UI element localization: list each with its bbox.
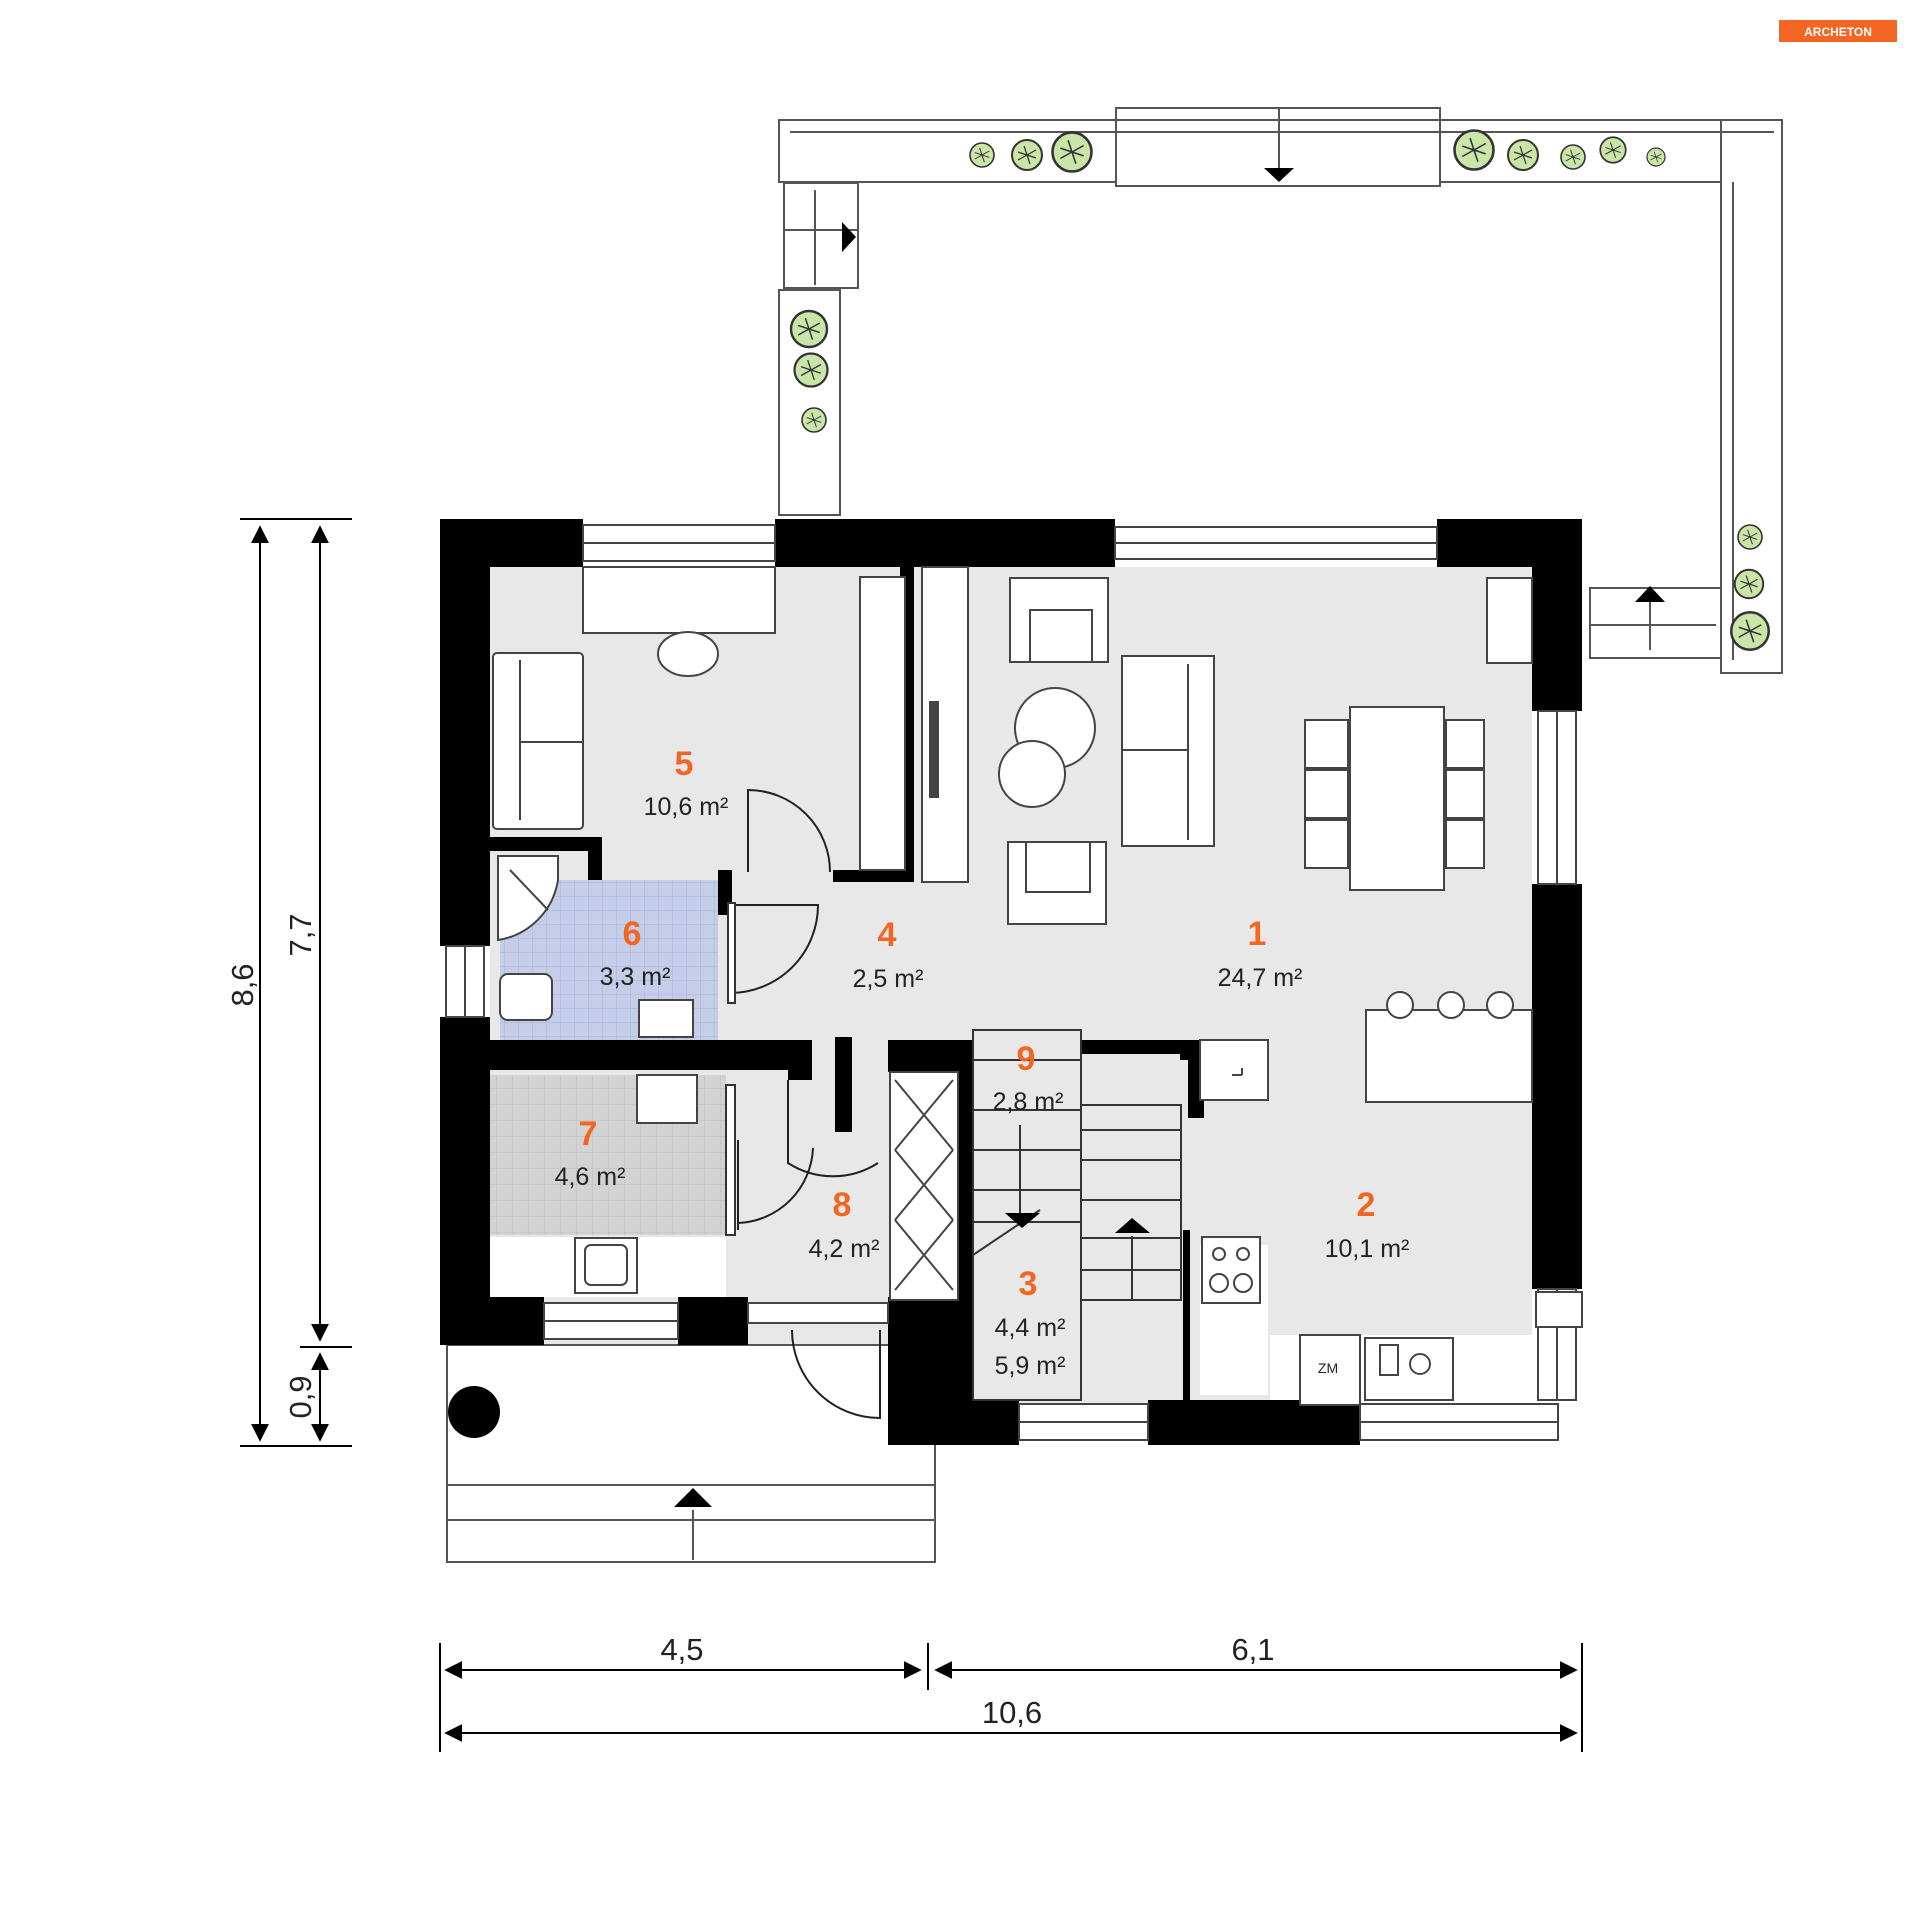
room-6-area: 3,3 m² xyxy=(600,963,671,991)
dim-horizontal-right: 6,1 xyxy=(1231,1632,1274,1667)
dim-vertical-total: 8,6 xyxy=(225,963,260,1006)
room-9-number: 9 xyxy=(1017,1040,1036,1078)
dimension-labels: 8,6 7,7 0,9 4,5 6,1 10,6 xyxy=(225,913,1275,1730)
room-6-number: 6 xyxy=(623,915,642,953)
room-8-number: 8 xyxy=(833,1186,852,1224)
room-3-area: 4,4 m² xyxy=(995,1314,1066,1342)
dim-horizontal-total: 10,6 xyxy=(982,1695,1042,1730)
room-4-area: 2,5 m² xyxy=(853,965,924,993)
fridge-label: ZM xyxy=(1318,1360,1338,1376)
dimension-lines xyxy=(240,518,1583,1752)
porch-column xyxy=(448,1386,500,1438)
walls xyxy=(440,519,1582,1445)
porch xyxy=(446,1344,936,1563)
dim-horizontal-left: 4,5 xyxy=(660,1632,703,1667)
room-3-number: 3 xyxy=(1019,1265,1038,1303)
room-7-number: 7 xyxy=(579,1115,598,1153)
room-1-number: 1 xyxy=(1248,915,1267,953)
room-2-number: 2 xyxy=(1357,1186,1376,1224)
room-1-area: 24,7 m² xyxy=(1218,964,1303,992)
stairs xyxy=(972,1029,1182,1401)
room-2-area: 10,1 m² xyxy=(1325,1235,1410,1263)
room-4-number: 4 xyxy=(878,916,897,954)
furniture xyxy=(492,566,1533,1406)
room-8-area: 4,2 m² xyxy=(809,1235,880,1263)
windows xyxy=(445,524,1583,1441)
room-labels: 1 24,7 m² 2 10,1 m² 3 4,4 m² 5,9 m² 4 2,… xyxy=(555,745,1410,1380)
room-5-area: 10,6 m² xyxy=(644,793,729,821)
room-9-area: 2,8 m² xyxy=(993,1088,1064,1116)
room-3-area-secondary: 5,9 m² xyxy=(995,1352,1066,1380)
archeton-logo: ARCHETON xyxy=(1779,20,1897,42)
doors xyxy=(725,788,881,1420)
dim-vertical-main: 7,7 xyxy=(283,913,318,956)
dim-vertical-porch: 0,9 xyxy=(283,1375,318,1418)
room-7-area: 4,6 m² xyxy=(555,1163,626,1191)
svg-text:ARCHETON: ARCHETON xyxy=(1804,25,1872,39)
room-5-number: 5 xyxy=(675,745,694,783)
